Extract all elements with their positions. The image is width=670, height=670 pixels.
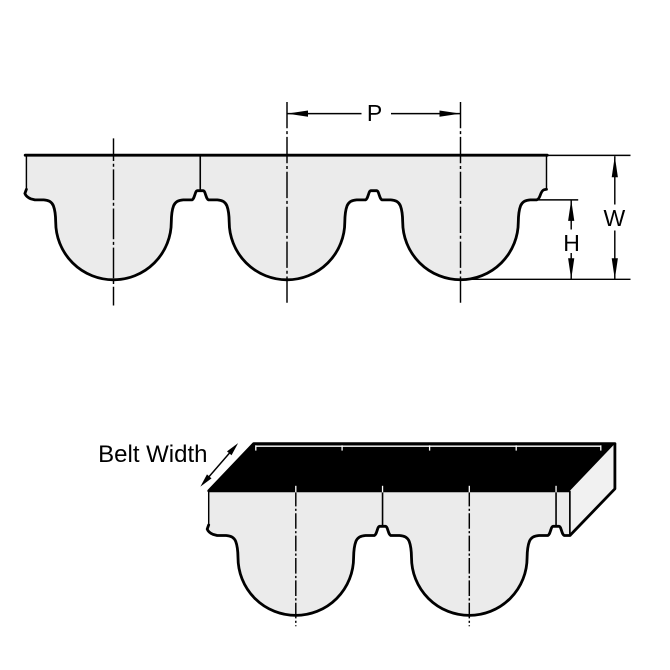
svg-text:W: W — [603, 205, 625, 231]
svg-text:Belt Width: Belt Width — [98, 441, 207, 468]
svg-text:H: H — [563, 230, 580, 256]
svg-text:P: P — [367, 100, 382, 126]
